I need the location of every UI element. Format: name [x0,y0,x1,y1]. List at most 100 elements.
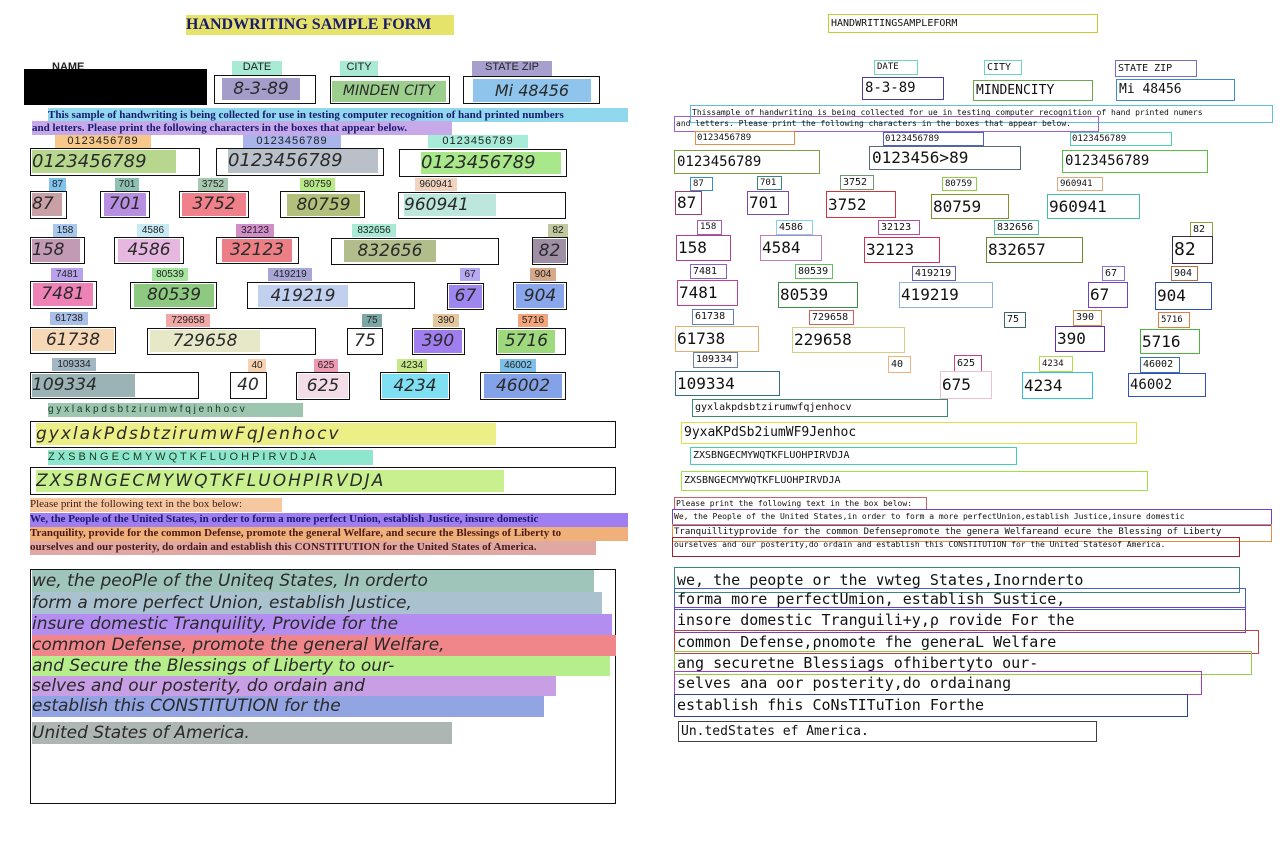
answer-7481: 7481 [33,283,93,306]
prompt-4586: 4586 [137,224,169,237]
intro-line-2: and letters. Please print the following … [32,121,452,135]
prompt-67: 67 [460,268,480,281]
hw-line-3: insure domestic Tranquility, Provide for… [32,614,612,635]
ocr-prompt-4586: 4586 [776,220,813,235]
ocr-960941: 960941 [1047,194,1140,219]
box-5716 [496,328,566,355]
answer-4234: 4234 [382,374,448,398]
ocr-5716: 5716 [1140,329,1200,354]
box-625 [296,372,350,400]
ocr-701: 701 [747,191,789,215]
paragraph-instruction: Please print the following text in the b… [30,498,282,512]
ocr-prompt-80759: 80759 [942,177,977,191]
ocr-prompt-7481: 7481 [690,264,727,279]
ocr-prompt-419219: 419219 [912,266,956,281]
ocr-4584: 4584 [760,235,822,261]
ocr-digits-1: 0123456789 [674,150,820,174]
ocr-675: 675 [940,371,992,399]
ocr-prompt-832656: 832656 [994,220,1039,235]
ocr-80539: 80539 [778,282,858,308]
box-729658 [147,328,316,355]
ocr-prompt-46002: 46002 [1140,357,1180,373]
ocr-prompt-4234: 4234 [1039,356,1073,372]
ocr-line-5: ang securetne Blessiags ofhibertyto our- [674,651,1252,675]
ocr-intro-line-2: and letters. Please print the following … [674,116,1099,132]
prompt-46002: 46002 [500,359,536,372]
box-3752 [179,191,249,218]
ocr-uppercase-label: ZXSBNGECMYWQTKFLUOHPIRVDJA [690,447,1017,465]
answer-32123: 32123 [222,239,292,262]
box-46002 [480,372,566,400]
answer-80759: 80759 [287,194,360,216]
digits-box-2 [216,148,384,176]
city-box [330,76,450,104]
ocr-intro-line-1: Thissample of handwriting is being colle… [690,105,1273,123]
prompt-digits-3: 0123456789 [428,135,528,148]
box-158 [30,237,85,264]
prompt-701: 701 [115,178,139,191]
prompt-832656: 832656 [352,224,396,237]
ocr-date-label: DATE [874,60,918,75]
ocr-80759: 80759 [931,194,1009,219]
ocr-prompt-82: 82 [1190,222,1213,237]
answer-46002: 46002 [484,374,562,398]
answer-390: 390 [414,330,462,353]
ocr-line-7: establish fhis CoNsTITuTion Forthe [674,694,1188,717]
prompt-digits-1: 0123456789 [55,135,151,148]
ocr-109334: 109334 [675,371,780,396]
ocr-67: 67 [1088,282,1128,308]
answer-701: 701 [104,193,146,216]
box-832656 [331,238,499,265]
ocr-uppercase-value: ZXSBNGECMYWQTKFLUOHPIRVDJA [681,471,1148,491]
answer-digits-2: 0123456789 [228,149,378,173]
answer-40: 40 [237,375,259,395]
ocr-46002: 46002 [1128,373,1206,397]
box-32123 [216,237,299,264]
ocr-229658: 229658 [792,327,905,353]
hw-line-6: selves and our posterity, do ordain and [32,676,556,696]
box-904 [513,282,567,310]
ocr-prompt-5716: 5716 [1158,312,1190,328]
intro-line-1: This sample of handwriting is being coll… [48,108,628,122]
answer-625: 625 [298,374,348,398]
prompt-729658: 729658 [166,314,210,327]
uppercase-box [30,467,616,495]
prompt-80759: 80759 [300,178,335,191]
ocr-prompt-729658: 729658 [809,310,854,325]
ocr-digits-2: 0123456>89 [869,146,1021,170]
box-75 [347,328,383,355]
prompt-960941: 960941 [415,178,457,191]
ocr-state-value: Mi 48456 [1116,79,1235,101]
answer-419219: 419219 [258,285,348,307]
prompt-digits-2: 0123456789 [243,135,341,148]
box-701 [100,191,150,218]
hw-line-1: we, the peoPle of the Uniteq States, In … [32,570,594,592]
prompt-5716: 5716 [518,314,548,327]
digits-box-3 [399,149,567,177]
ocr-3752: 3752 [826,191,896,218]
answer-960941: 960941 [404,194,496,216]
ocr-line-1: we, the peopte or the ∨wteg States,Inorn… [674,567,1240,593]
ocr-prompt-701: 701 [757,176,782,190]
hw-line-5: and Secure the Blessings of Liberty to o… [32,656,610,676]
box-82 [532,237,568,265]
answer-109334: 109334 [32,374,135,397]
ocr-4234: 4234 [1022,372,1093,399]
state-zip-label: STATE ZIP [472,61,552,76]
prompt-80539: 80539 [152,268,188,281]
ocr-city-value: MINDENCITY [973,80,1093,101]
ocr-lowercase-label: gyxlakpdsbtzirumwfqjenhocv [692,399,948,417]
answer-3752: 3752 [182,193,246,216]
lowercase-box [30,421,616,448]
ocr-390: 390 [1055,326,1105,352]
printed-paragraph-line-2: Tranquility, provide for the common Defe… [30,527,628,541]
prompt-419219: 419219 [268,268,312,281]
ocr-prompt-904: 904 [1171,266,1198,281]
ocr-prompt-40: 40 [888,356,911,373]
box-80759 [280,191,365,218]
prompt-158: 158 [53,224,77,237]
answer-82: 82 [533,239,566,263]
box-419219 [247,282,415,309]
prompt-904: 904 [530,268,556,281]
answer-lowercase: gyxlakPdsbtzirumwFqJenhocv [36,423,496,445]
